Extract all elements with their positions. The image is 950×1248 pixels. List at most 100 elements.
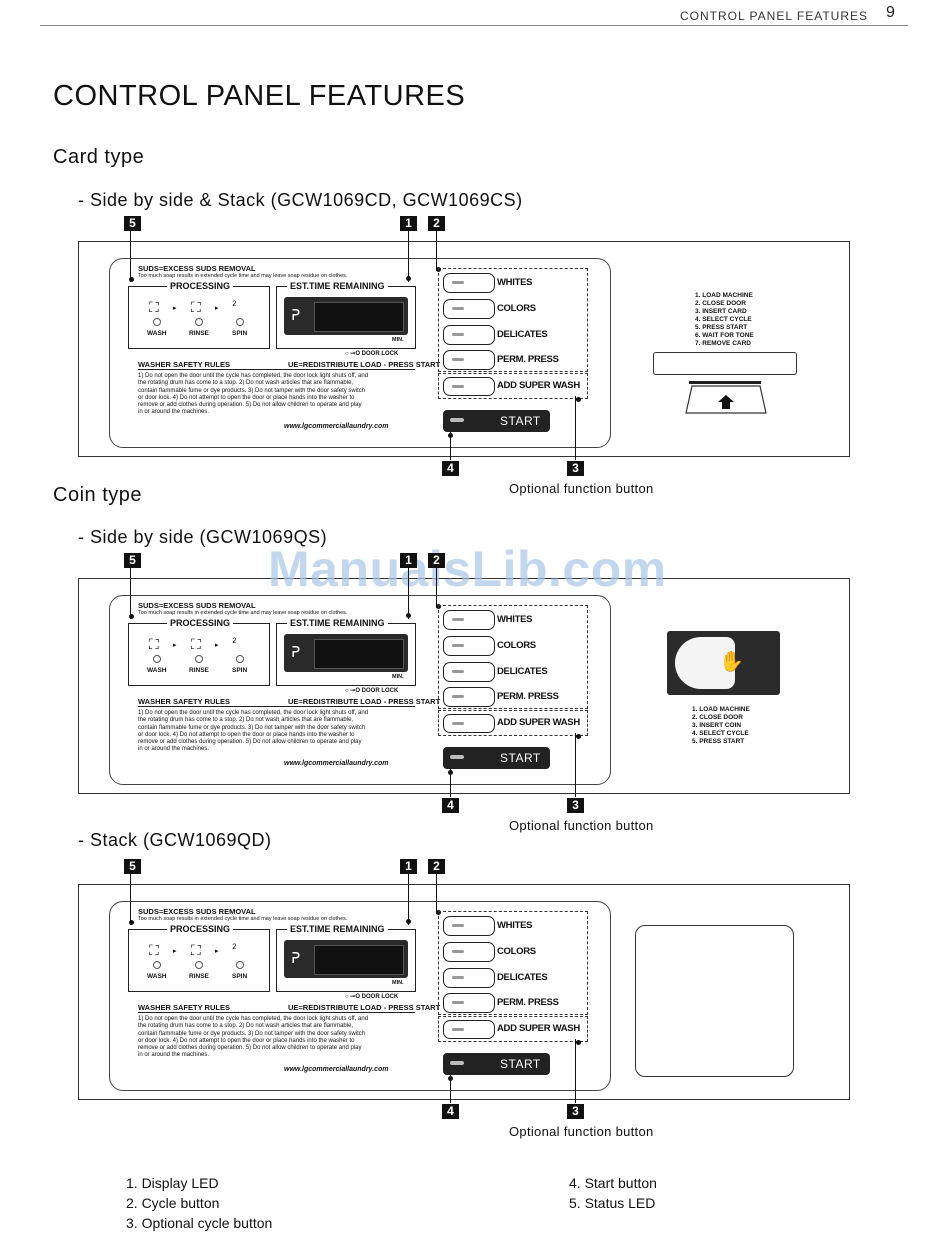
suds-title: SUDS=EXCESS SUDS REMOVAL — [138, 907, 256, 916]
suds-subtitle: Too much soap results in extended cycle … — [138, 916, 348, 922]
cycle-button-colors[interactable] — [443, 636, 495, 656]
button-led — [452, 722, 464, 725]
website-link[interactable]: www.lgcommerciallaundry.com — [284, 423, 389, 430]
cycle-button-whites[interactable] — [443, 610, 495, 630]
card-slot[interactable] — [689, 381, 761, 384]
cycle-button-whites[interactable] — [443, 916, 495, 936]
arrow-icon: ▸ — [215, 305, 219, 312]
instruction-item: 7. REMOVE CARD — [695, 340, 751, 347]
arrow-icon: ▸ — [173, 642, 177, 649]
rules-line: 1) Do not open the door until the cycle … — [138, 373, 369, 379]
cycle-button-colors[interactable] — [443, 299, 495, 319]
wash-status-led — [153, 318, 161, 326]
control-panel: SUDS=EXCESS SUDS REMOVAL Too much soap r… — [78, 578, 850, 794]
leader-line — [130, 568, 131, 619]
door-key-icon: ᕈ — [291, 307, 301, 324]
leader-line — [575, 396, 576, 460]
watermark: ManualsLib.com — [268, 541, 667, 597]
cycle-button-delicates[interactable] — [443, 662, 495, 682]
cycle-label-colors: COLORS — [497, 303, 536, 314]
cycle-button-whites[interactable] — [443, 273, 495, 293]
leader-line — [436, 568, 437, 608]
callout-3: 3 — [567, 1104, 584, 1119]
callout-4: 4 — [442, 1104, 459, 1119]
add-super-wash-button[interactable] — [443, 377, 495, 396]
add-super-wash-button[interactable] — [443, 714, 495, 733]
page-number: 9 — [886, 4, 895, 21]
optional-led — [576, 397, 581, 402]
leader-line — [408, 874, 409, 925]
leader-line — [450, 1075, 451, 1103]
leader-line — [450, 432, 451, 460]
rules-divider — [138, 706, 415, 707]
coin-slot-illustration: ✋ — [667, 631, 780, 695]
website-link[interactable]: www.lgcommerciallaundry.com — [284, 1066, 389, 1073]
instruction-item: 3. INSERT CARD — [695, 308, 747, 315]
cycle-button-colors[interactable] — [443, 942, 495, 962]
cycle-label-whites: WHITES — [497, 614, 533, 625]
est-time-label: EST.TIME REMAINING — [287, 924, 388, 934]
cycle-button-group — [438, 268, 588, 372]
safety-rules-title: WASHER SAFETY RULES — [138, 1003, 230, 1012]
card-insert-icon — [685, 385, 767, 414]
wash-status-led — [153, 655, 161, 663]
coin-icon: ✋ — [719, 651, 744, 673]
instruction-item: 1. LOAD MACHINE — [692, 706, 750, 713]
coin-instructions: 1. LOAD MACHINE 2. CLOSE DOOR 3. INSERT … — [692, 706, 750, 746]
cycle-button-delicates[interactable] — [443, 325, 495, 345]
door-lock-indicator: ○ ⊸O DOOR LOCK — [345, 351, 399, 357]
rinse-status-led — [195, 318, 203, 326]
start-button[interactable]: START — [443, 410, 550, 432]
cycle-button-perm-press[interactable] — [443, 350, 495, 370]
stage-label-spin: SPIN — [232, 667, 248, 674]
rules-line: 1) Do not open the door until the cycle … — [138, 1016, 369, 1022]
cycle-button-perm-press[interactable] — [443, 687, 495, 707]
door-lock-label: DOOR LOCK — [361, 688, 399, 694]
card-instructions: 1. LOAD MACHINE 2. CLOSE DOOR 3. INSERT … — [695, 292, 754, 348]
button-led — [452, 976, 464, 979]
leader-line — [408, 568, 409, 619]
add-super-wash-button[interactable] — [443, 1020, 495, 1039]
cycle-label-colors: COLORS — [497, 946, 536, 957]
min-label: MIN. — [392, 674, 404, 680]
rules-line: contain flammable fume or dye products. … — [138, 387, 366, 394]
start-button[interactable]: START — [443, 747, 550, 769]
leader-line — [130, 231, 131, 282]
control-panel: SUDS=EXCESS SUDS REMOVAL Too much soap r… — [78, 884, 850, 1100]
legend-item: 3. Optional cycle button — [126, 1215, 273, 1231]
button-led — [452, 358, 464, 361]
rules-line: the rotating drum has come to a stop. 2)… — [138, 1023, 354, 1030]
stage-label-rinse: RINSE — [189, 667, 209, 674]
coin-side-subheading: - Side by side (GCW1069QS) — [78, 527, 328, 547]
leader-line — [575, 1039, 576, 1103]
optional-led — [576, 734, 581, 739]
door-key-icon: ᕈ — [291, 950, 301, 967]
rules-line: contain flammable fume or dye products. … — [138, 724, 366, 731]
arrow-icon: ▸ — [173, 305, 177, 312]
card-reader-window — [653, 352, 797, 375]
callout-1: 1 — [400, 553, 417, 568]
cycle-label-perm-press: PERM. PRESS — [497, 691, 559, 702]
suds-subtitle: Too much soap results in extended cycle … — [138, 610, 348, 616]
spin-status-led — [236, 961, 244, 969]
cycle-button-delicates[interactable] — [443, 968, 495, 988]
time-display — [314, 302, 404, 332]
optional-function-label: Optional function button — [509, 1124, 654, 1139]
website-link[interactable]: www.lgcommerciallaundry.com — [284, 760, 389, 767]
spin-icon: ᒾ — [232, 298, 237, 314]
suds-led — [129, 920, 134, 925]
safety-rules-text: 1) Do not open the door until the cycle … — [138, 710, 418, 754]
rules-line: or door lock. 4) Do not attempt to open … — [138, 731, 355, 738]
rules-line: the rotating drum has come to a stop. 2)… — [138, 380, 354, 387]
suds-led — [129, 614, 134, 619]
safety-rules-text: 1) Do not open the door until the cycle … — [138, 373, 418, 417]
display-led-screen: ᕈ — [284, 634, 408, 672]
cycle-button-perm-press[interactable] — [443, 993, 495, 1013]
processing-box: PROCESSING ⛶ ▸ ⛶ ▸ ᒾ WASH RINSE SPIN — [128, 618, 270, 686]
rinse-icon: ⛶ — [191, 636, 201, 652]
instruction-item: 1. LOAD MACHINE — [695, 292, 753, 299]
rules-line: in or around the machines. — [138, 746, 210, 753]
leader-line — [130, 874, 131, 925]
start-button[interactable]: START — [443, 1053, 550, 1075]
rinse-icon: ⛶ — [191, 942, 201, 958]
